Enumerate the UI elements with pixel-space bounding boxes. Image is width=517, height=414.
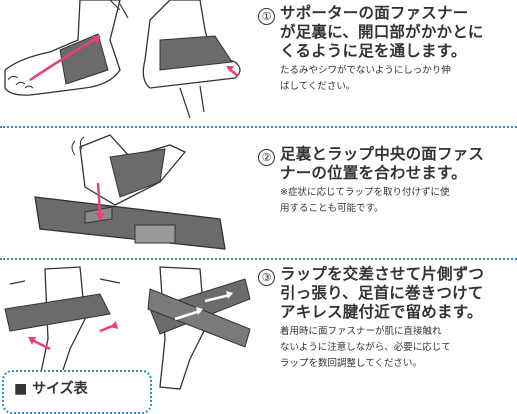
step-3-note-line-2: ないように注意しながら、必要に応じて — [280, 342, 451, 353]
divider-2 — [0, 258, 517, 260]
size-chart-box: ■ サイズ表 — [2, 370, 152, 414]
step-2-text: ② 足裏とラップ中央の面ファス ナーの位置を合わせます。 ※症状に応じてラップを… — [258, 145, 484, 217]
step-1-number: ① — [258, 8, 275, 25]
step-2-line-2: ナーの位置を合わせます。 — [280, 164, 467, 182]
step-3-line-1: ラップを交差させて片側ずつ — [280, 265, 485, 283]
step-2-note-line-1: ※症状に応じてラップを取り付けずに使 — [280, 187, 450, 198]
step-1-text: ① サポーターの面ファスナー が足裏に、開口部がかかとに くるように足を通します… — [258, 4, 484, 95]
step-3-illustration — [4, 266, 251, 390]
step-2-illustration — [34, 134, 226, 250]
step-2-number: ② — [258, 149, 275, 166]
step-3-number: ③ — [258, 269, 275, 286]
step-3-note-line-1: 着用時に面ファスナーが肌に直接触れ — [280, 326, 442, 337]
step-1-section: ① サポーターの面ファスナー が足裏に、開口部がかかとに くるように足を通します… — [0, 0, 517, 126]
divider-1 — [0, 126, 517, 128]
step-1-line-2: が足裏に、開口部がかかとに — [280, 23, 484, 41]
step-3-note-line-3: ラップを数回調整してください。 — [280, 358, 422, 369]
step-1-line-1: サポーターの面ファスナー — [280, 4, 469, 22]
step-3-line-2: 引っ張り、足首に巻きつけて — [280, 284, 484, 302]
size-chart-title: ■ サイズ表 — [14, 381, 88, 397]
step-1-line-3: くるように足を通します。 — [280, 42, 467, 60]
step-3-section: ③ ラップを交差させて片側ずつ 引っ張り、足首に巻きつけて アキレス腱付近で留め… — [0, 259, 517, 397]
step-2-line-1: 足裏とラップ中央の面ファス — [280, 145, 485, 163]
step-3-line-3: アキレス腱付近で留めます。 — [280, 303, 483, 321]
step-1-illustration — [4, 0, 241, 119]
step-2-section: ② 足裏とラップ中央の面ファス ナーの位置を合わせます。 ※症状に応じてラップを… — [0, 127, 517, 258]
step-2-note-line-2: 用することも可能です。 — [280, 203, 384, 214]
step-1-note-line-2: ばしてください。 — [280, 81, 356, 92]
step-1-note-line-1: たるみやシワがでないようにしっかり伸 — [280, 65, 451, 76]
step-3-text: ③ ラップを交差させて片側ずつ 引っ張り、足首に巻きつけて アキレス腱付近で留め… — [258, 265, 484, 372]
